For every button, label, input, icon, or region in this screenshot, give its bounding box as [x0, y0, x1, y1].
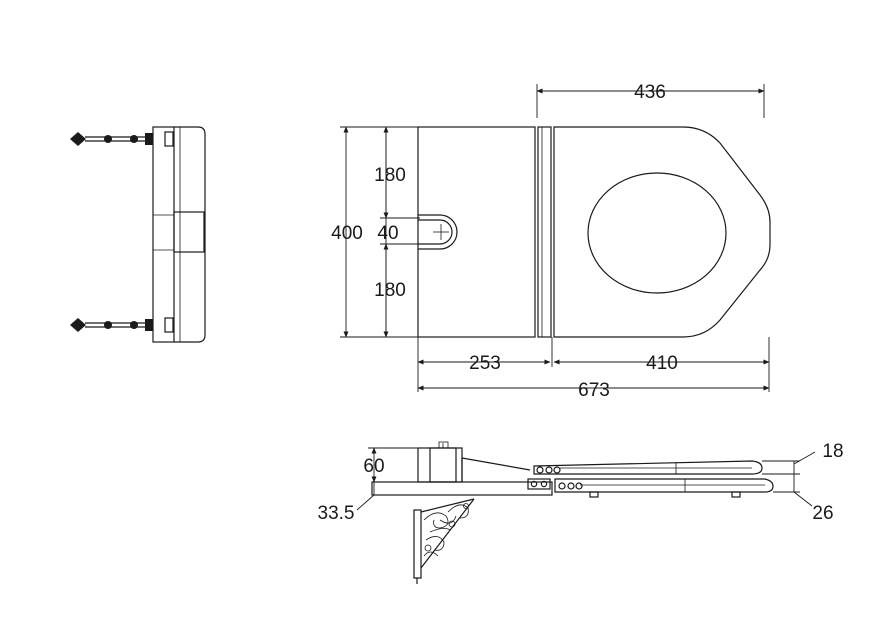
dim-lower-margin: 180	[374, 280, 406, 301]
dim-total-depth: 673	[578, 380, 610, 401]
plan-dimensions: 436 400 180 40 180 253 410 673	[331, 82, 770, 401]
dim-bracket-height: 33.5	[318, 503, 355, 524]
dim-seat-thickness: 26	[812, 503, 833, 524]
dim-lid-thickness: 18	[822, 441, 843, 462]
dim-cistern-depth: 253	[469, 353, 501, 374]
elevation-dimensions: 60 33.5 18 26	[318, 441, 844, 524]
elevation-view	[371, 441, 774, 584]
dim-seat-back-width: 436	[634, 82, 666, 103]
seat-opening	[587, 172, 727, 294]
plan-view	[417, 126, 771, 338]
dim-hinge-gap: 40	[377, 223, 398, 244]
lower-fixing-strap	[70, 317, 174, 333]
cast-iron-bracket	[413, 498, 475, 584]
dim-seat-depth: 410	[646, 353, 678, 374]
upper-fixing-strap	[70, 131, 174, 147]
side-view	[70, 126, 206, 343]
dim-total-height: 400	[331, 223, 363, 244]
dim-cistern-height: 60	[363, 456, 384, 477]
flush-button	[418, 214, 458, 250]
dim-upper-margin: 180	[374, 165, 406, 186]
